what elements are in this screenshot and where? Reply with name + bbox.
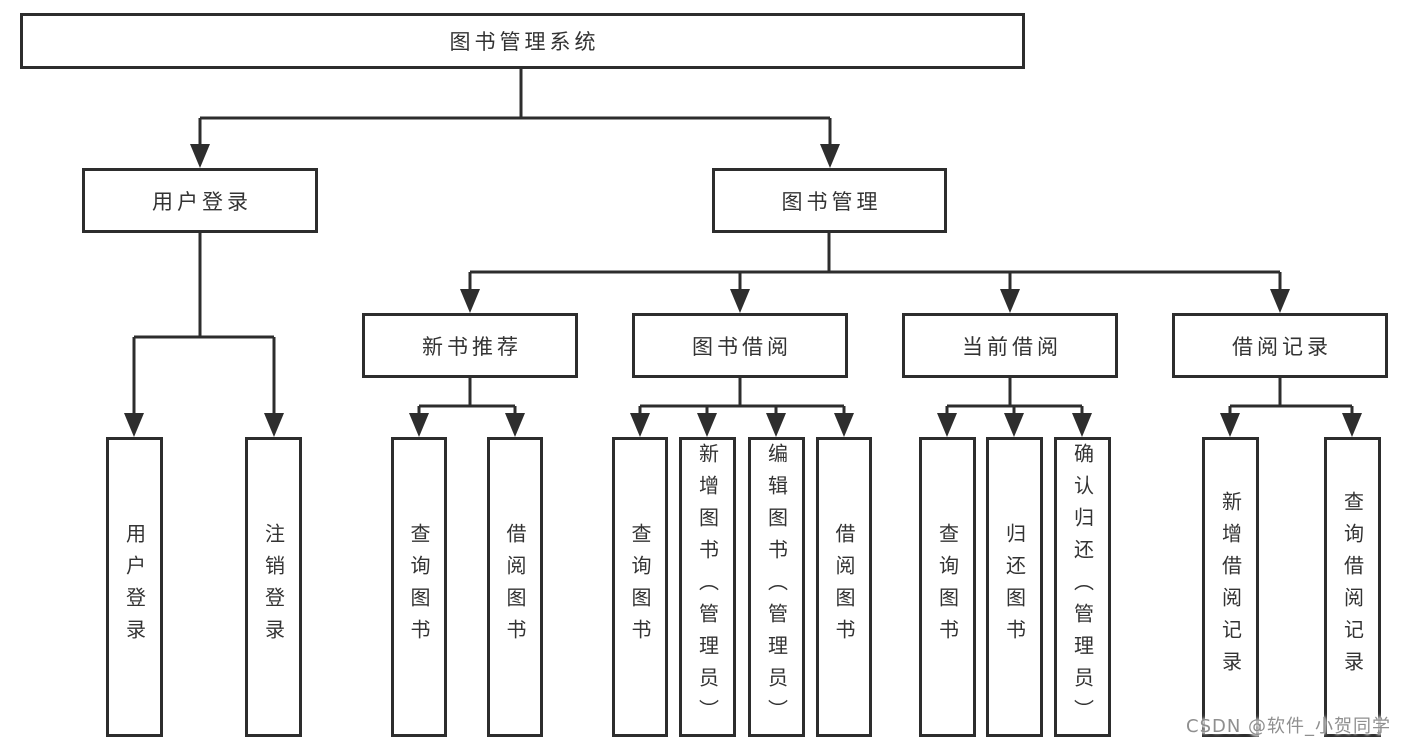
- leaf-query-book-recommend: 查询图书: [391, 437, 447, 737]
- leaf-logout: 注销登录: [245, 437, 302, 737]
- node-book-management: 图书管理: [712, 168, 947, 233]
- node-library-management-system: 图书管理系统: [20, 13, 1025, 69]
- node-new-book-recommend: 新书推荐: [362, 313, 578, 378]
- leaf-borrow-book: 借阅图书: [816, 437, 872, 737]
- node-borrow-records: 借阅记录: [1172, 313, 1388, 378]
- leaf-return-book: 归还图书: [986, 437, 1043, 737]
- watermark: CSDN @软件_小贺同学: [1186, 716, 1392, 737]
- node-user-login: 用户登录: [82, 168, 318, 233]
- leaf-add-borrow-record: 新增借阅记录: [1202, 437, 1259, 737]
- leaf-confirm-return-admin: 确认归还（管理员）: [1054, 437, 1111, 737]
- leaf-borrow-book-recommend: 借阅图书: [487, 437, 543, 737]
- node-current-borrow: 当前借阅: [902, 313, 1118, 378]
- leaf-query-borrow-record: 查询借阅记录: [1324, 437, 1381, 737]
- leaf-add-book-admin: 新增图书（管理员）: [679, 437, 736, 737]
- leaf-query-book-current: 查询图书: [919, 437, 976, 737]
- leaf-edit-book-admin: 编辑图书（管理员）: [748, 437, 805, 737]
- node-book-borrow: 图书借阅: [632, 313, 848, 378]
- leaf-query-book-borrow: 查询图书: [612, 437, 668, 737]
- leaf-user-login: 用户登录: [106, 437, 163, 737]
